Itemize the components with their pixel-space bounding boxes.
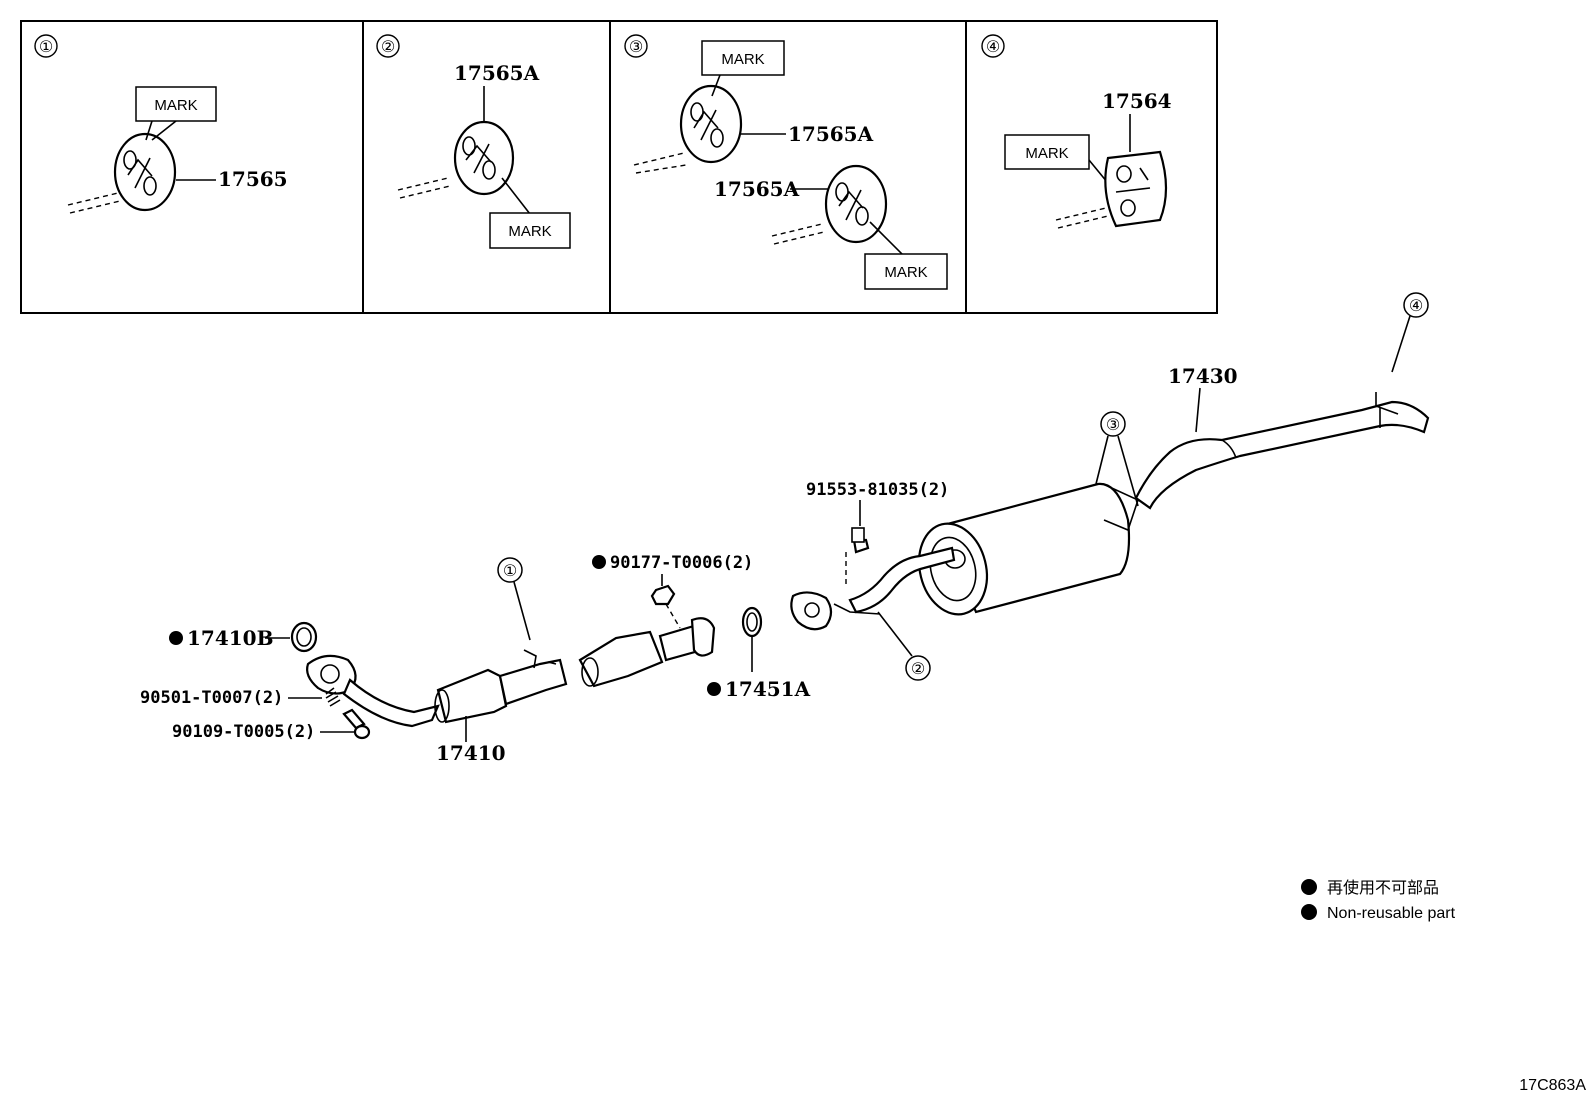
- callout-2: ②: [877, 611, 931, 681]
- nonreusable-dot-17410B: [169, 631, 183, 645]
- bolt-91553: [845, 527, 870, 588]
- detail-panels: [20, 20, 1218, 314]
- bolt-90109: [342, 708, 371, 740]
- legend-dot-jp: [1301, 879, 1317, 895]
- panel-1: ① MARK 17565: [34, 34, 288, 214]
- svg-text:④: ④: [1409, 296, 1423, 315]
- hanger-rubber-17565: [113, 132, 177, 212]
- muffler-body: [918, 482, 1131, 616]
- panel-4: ④ 17564 MARK: [981, 34, 1172, 229]
- svg-text:③: ③: [1106, 415, 1120, 434]
- hanger-rubber-17564: [1104, 150, 1168, 228]
- panel-4-mark-label: MARK: [1025, 145, 1068, 162]
- tail-pipe-assembly-17430: [790, 392, 1430, 631]
- catalytic-converter-2: [578, 630, 664, 688]
- callout-3: ③: [1095, 411, 1139, 507]
- panel-2-number: ②: [381, 37, 395, 56]
- panel-3-mark-bottom: MARK: [884, 264, 927, 281]
- panel-1-number: ①: [39, 37, 53, 56]
- diagram-code: 17C863A: [1519, 1077, 1586, 1094]
- panel-1-part-number: 17565: [218, 167, 288, 191]
- hanger-rubber-17565A-panel2: [453, 120, 515, 196]
- label-17430: 17430: [1168, 364, 1238, 388]
- panel-3-mark-top: MARK: [721, 51, 764, 68]
- catalytic-converter-1: [434, 668, 508, 724]
- callout-4: ④: [1391, 292, 1429, 373]
- label-90501: 90501-T0007(2): [140, 688, 283, 708]
- panel-3-part-bottom: 17565A: [714, 177, 800, 201]
- label-17410: 17410: [436, 741, 506, 765]
- legend: 再使用不可部品 Non-reusable part: [1301, 879, 1456, 922]
- panel-3-part-top: 17565A: [788, 122, 874, 146]
- legend-en: Non-reusable part: [1327, 905, 1456, 922]
- hanger-rubber-17565A-lower: [824, 164, 888, 244]
- svg-text:①: ①: [503, 561, 517, 580]
- panel-2: ② 17565A MARK: [376, 34, 571, 249]
- panel-4-part-number: 17564: [1102, 89, 1172, 113]
- legend-jp: 再使用不可部品: [1327, 879, 1439, 897]
- label-91553: 91553-81035(2): [806, 480, 949, 500]
- nonreusable-dot-17451A: [707, 682, 721, 696]
- legend-dot-en: [1301, 904, 1317, 920]
- panel-2-mark-label: MARK: [508, 223, 551, 240]
- nut-90177: [650, 584, 681, 629]
- svg-text:②: ②: [911, 659, 925, 678]
- spring-90501: [325, 687, 341, 707]
- label-90109: 90109-T0005(2): [172, 722, 315, 742]
- gasket-17451A: [741, 606, 763, 638]
- nonreusable-dot-90177: [592, 555, 606, 569]
- panel-1-mark-label: MARK: [154, 97, 197, 114]
- panel-3: ③ MARK 17565A 17565A MARK: [624, 34, 948, 290]
- panel-2-part-number: 17565A: [454, 61, 540, 85]
- label-90177: 90177-T0006(2): [610, 553, 753, 573]
- panel-3-number: ③: [629, 37, 643, 56]
- panel-4-number: ④: [986, 37, 1000, 56]
- hanger-rubber-17565A-upper: [679, 84, 743, 164]
- callout-1: ①: [497, 557, 531, 641]
- label-17410B: 17410B: [187, 626, 273, 650]
- label-17451A: 17451A: [725, 677, 811, 701]
- front-exhaust-pipe-17410: [306, 617, 716, 728]
- gasket-17410B: [290, 621, 318, 653]
